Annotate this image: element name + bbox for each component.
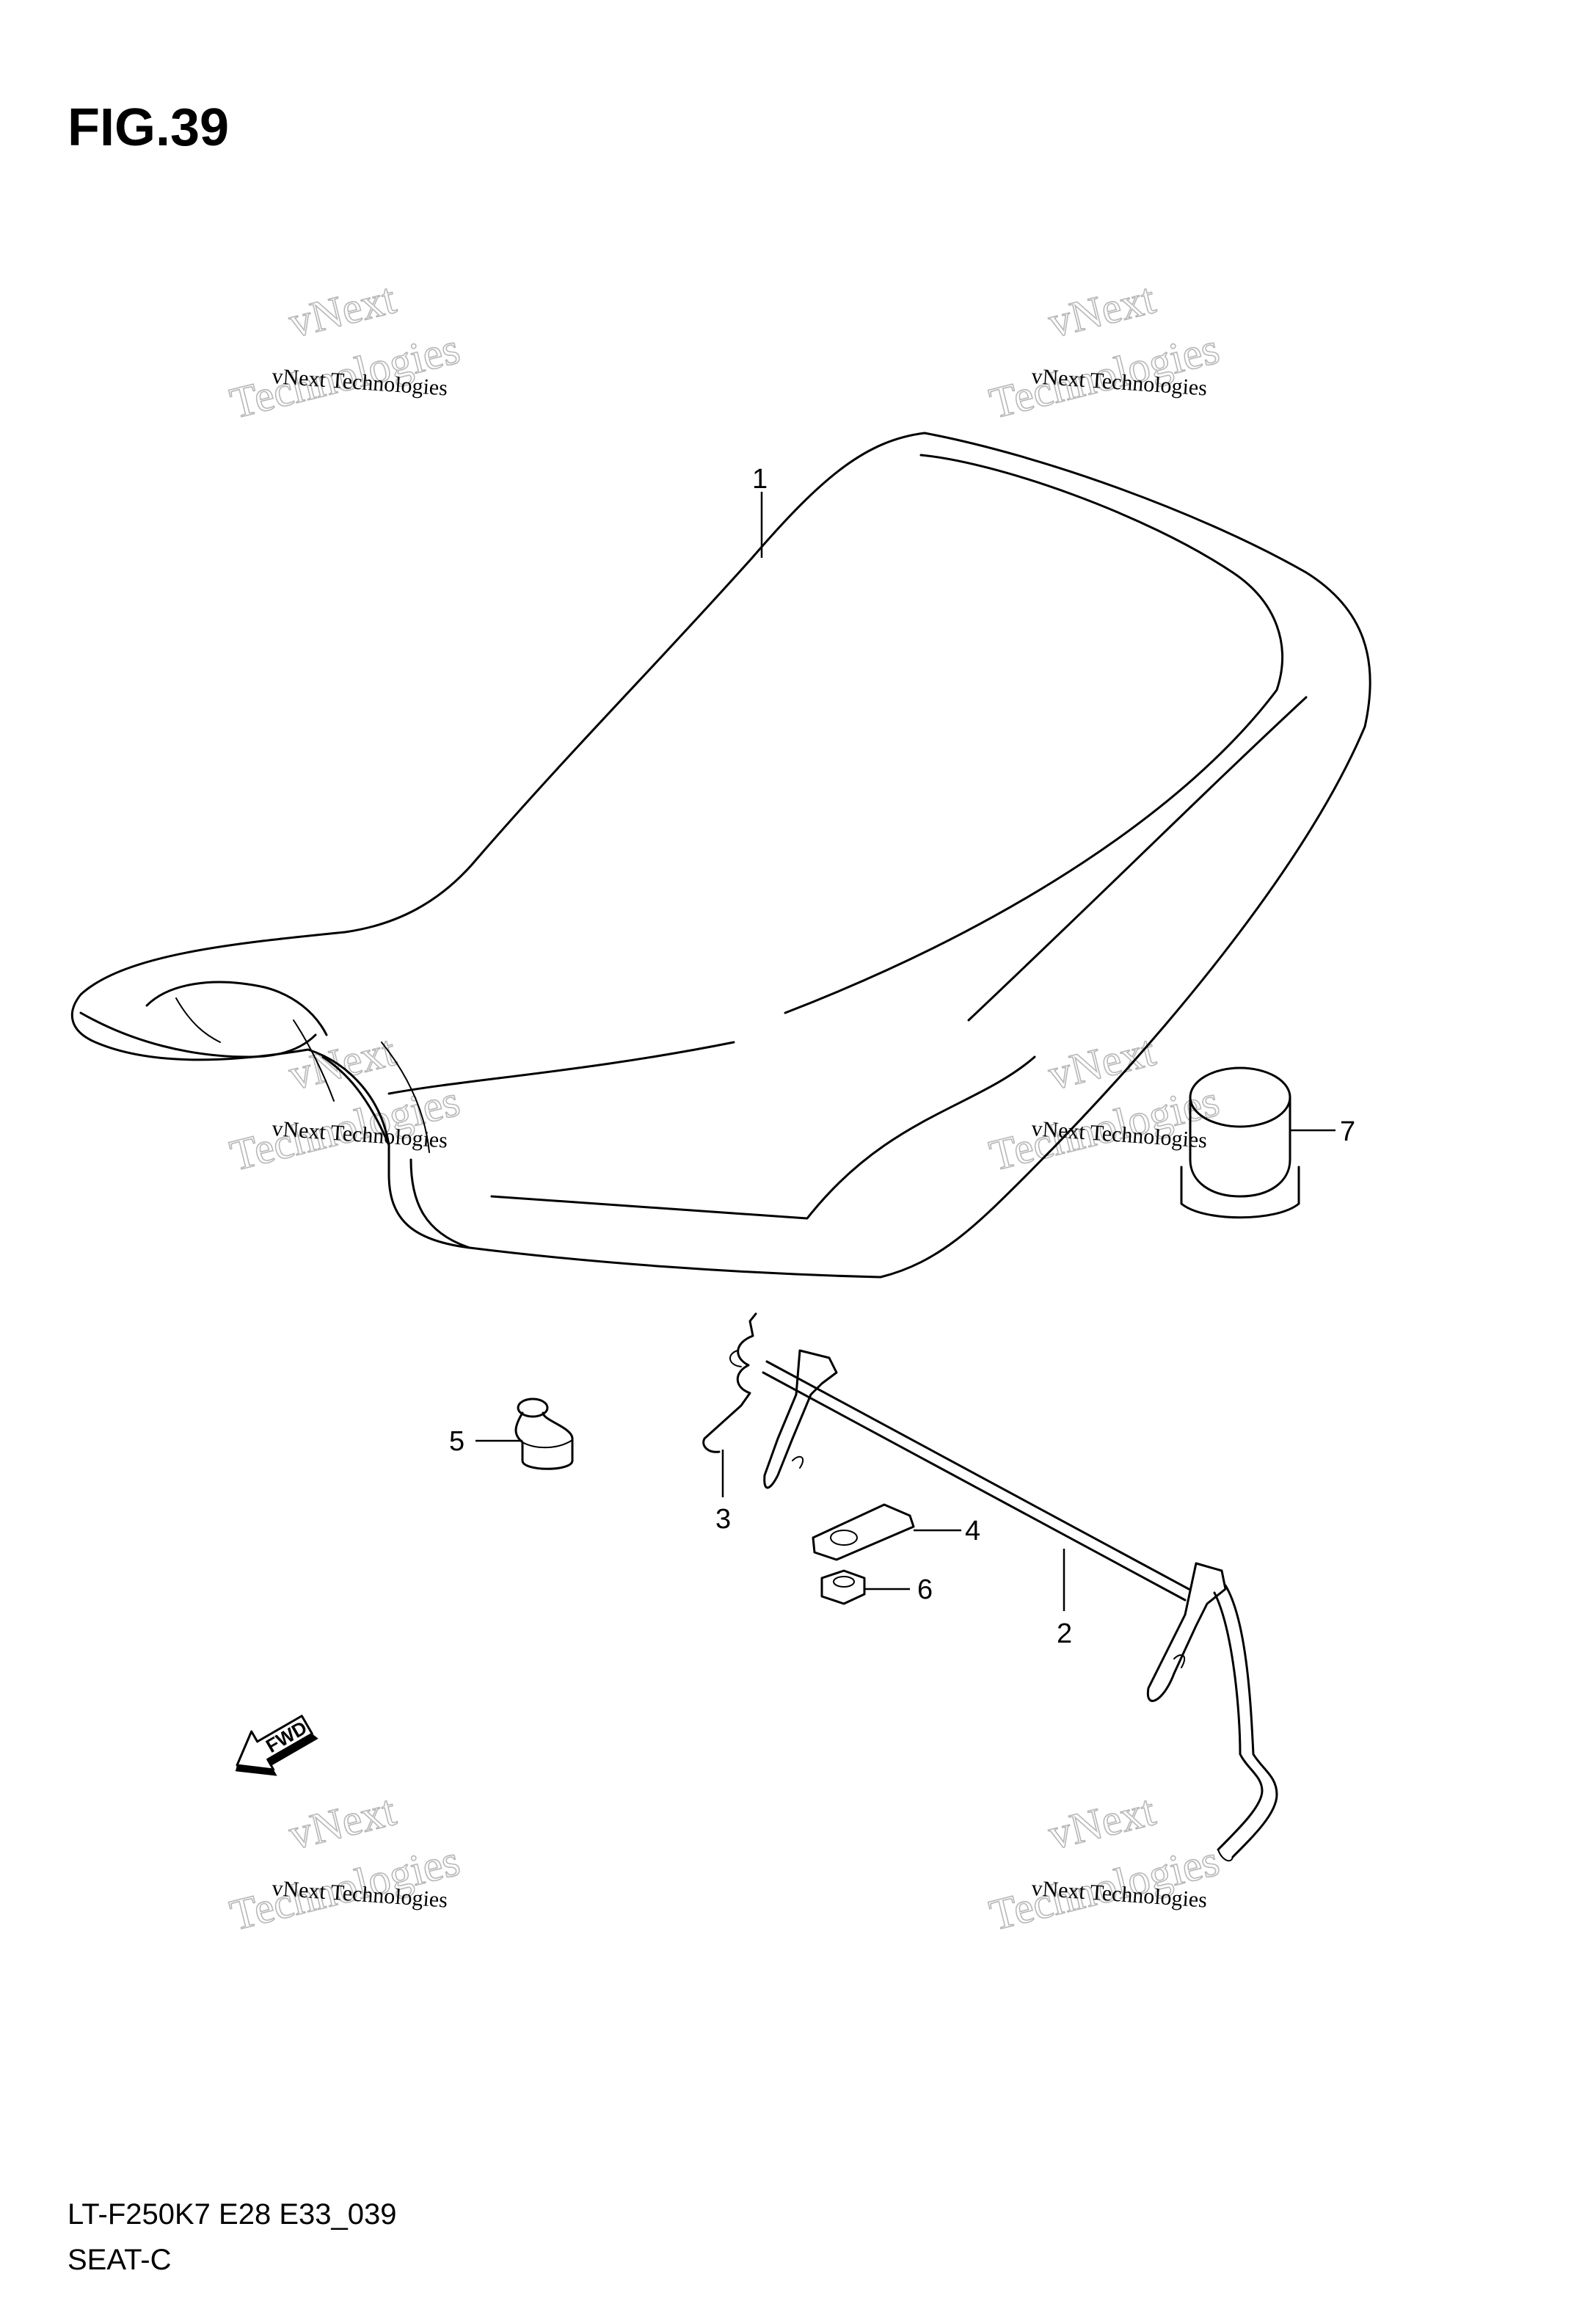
watermark-brand-outline: vNext: [284, 274, 401, 347]
part-rubber-cushion: [514, 1397, 574, 1470]
callout-6: 6: [917, 1574, 933, 1605]
callout-3: 3: [715, 1504, 731, 1535]
callout-5: 5: [449, 1426, 464, 1457]
section-name: SEAT-C: [68, 2244, 172, 2276]
part-nut: [820, 1569, 866, 1605]
callout-1: 1: [752, 464, 768, 495]
watermark-brand-outline: vNext: [1043, 1026, 1160, 1099]
part-spring: [702, 1312, 757, 1453]
watermark-brand-outline: vNext: [284, 1026, 401, 1099]
watermark-brand-outline: vNext: [1043, 274, 1160, 347]
part-seat-lock-rod: [762, 1349, 1278, 1862]
model-code: LT-F250K7 E28 E33_039: [68, 2198, 396, 2231]
callout-7: 7: [1340, 1116, 1355, 1147]
part-cushion: [1180, 1066, 1300, 1219]
watermark-brand-outline: vNext: [284, 1786, 401, 1859]
callout-2: 2: [1057, 1618, 1072, 1649]
part-seat: [70, 432, 1371, 1279]
watermark-brand-outline: vNext: [1043, 1786, 1160, 1859]
callouts: 1 2 3 4 5 6 7: [449, 464, 1355, 1649]
figure-title: FIG.39: [68, 98, 229, 157]
part-plate: [812, 1503, 915, 1561]
fwd-direction-arrow: FWD: [235, 1715, 318, 1776]
leader-lines: [475, 492, 1336, 1611]
callout-4: 4: [965, 1516, 980, 1546]
